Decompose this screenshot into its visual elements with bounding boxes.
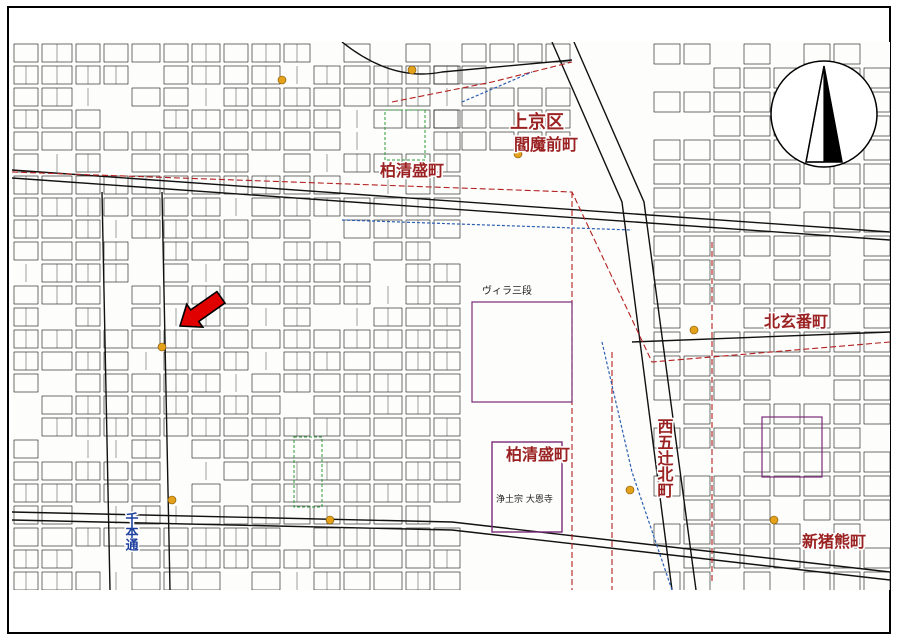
temple-label: 浄土宗 大恩寺 [496,493,553,505]
north-arrow-icon [770,60,878,168]
district-label-kitagoban: 北玄番町 [764,312,828,331]
villa-label: ヴィラ三段 [482,284,532,297]
district-label-kashiwa-north: 柏清盛町 [380,161,444,180]
bus-routes [293,71,673,590]
district-label-kamigyo: 上京区 [510,111,564,133]
poi-markers [157,65,779,525]
district-label-nishigojo: 西五辻北町 [655,418,674,499]
district-label-shinkamimori: 新猪熊町 [802,532,866,551]
building-blocks [13,43,890,590]
street-map[interactable]: ヴィラ三段 浄土宗 大恩寺 上京区 閻魔前町 柏清盛町 柏清盛町 北玄番町 新猪… [12,42,890,590]
street-label-senbon: 千本通 [123,511,139,552]
temple-complex: ヴィラ三段 浄土宗 大恩寺 [471,284,823,533]
map-canvas[interactable]: ヴィラ三段 浄土宗 大恩寺 上京区 閻魔前町 柏清盛町 柏清盛町 北玄番町 新猪… [12,42,890,590]
district-label-enmamae: 閻魔前町 [514,135,578,154]
location-arrow-marker[interactable] [172,286,229,338]
road-network [12,42,890,590]
compass-rose [768,58,880,170]
district-label-kashiwa-south: 柏清盛町 [506,445,570,464]
